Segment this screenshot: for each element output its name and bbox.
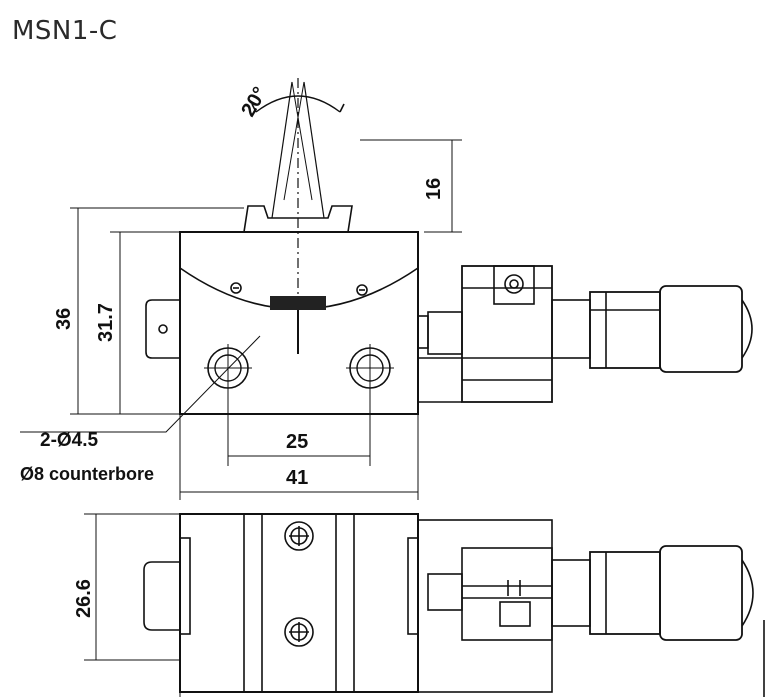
tilt-indicator: [251, 78, 345, 300]
height-26-6-label: 26.6: [73, 579, 95, 618]
scale-marks: [270, 296, 326, 310]
side-screw-bottom: [284, 617, 314, 647]
height-36-label: 36: [53, 308, 75, 330]
model-title: MSN1-C: [12, 16, 118, 46]
mounting-hole-right: [346, 344, 394, 392]
width-41-label: 41: [286, 467, 308, 489]
side-view: [84, 513, 765, 697]
top-view: [20, 78, 753, 500]
counterbore-label: Ø8 counterbore: [20, 464, 154, 484]
height-16-label: 16: [423, 178, 445, 200]
scale-screw-right: [356, 284, 368, 296]
top-mount: [243, 205, 353, 233]
angle-label: 20°: [237, 83, 271, 120]
height-31-7-label: 31.7: [95, 303, 117, 342]
left-tab: [145, 299, 180, 359]
scale-screw-left: [230, 282, 242, 294]
hole-spec-label: 2-Ø4.5: [40, 430, 99, 451]
micrometer-assembly-top: [417, 265, 753, 403]
side-screw-top: [284, 521, 314, 551]
micrometer-assembly-side: [417, 519, 765, 697]
pitch-25-label: 25: [286, 431, 308, 453]
